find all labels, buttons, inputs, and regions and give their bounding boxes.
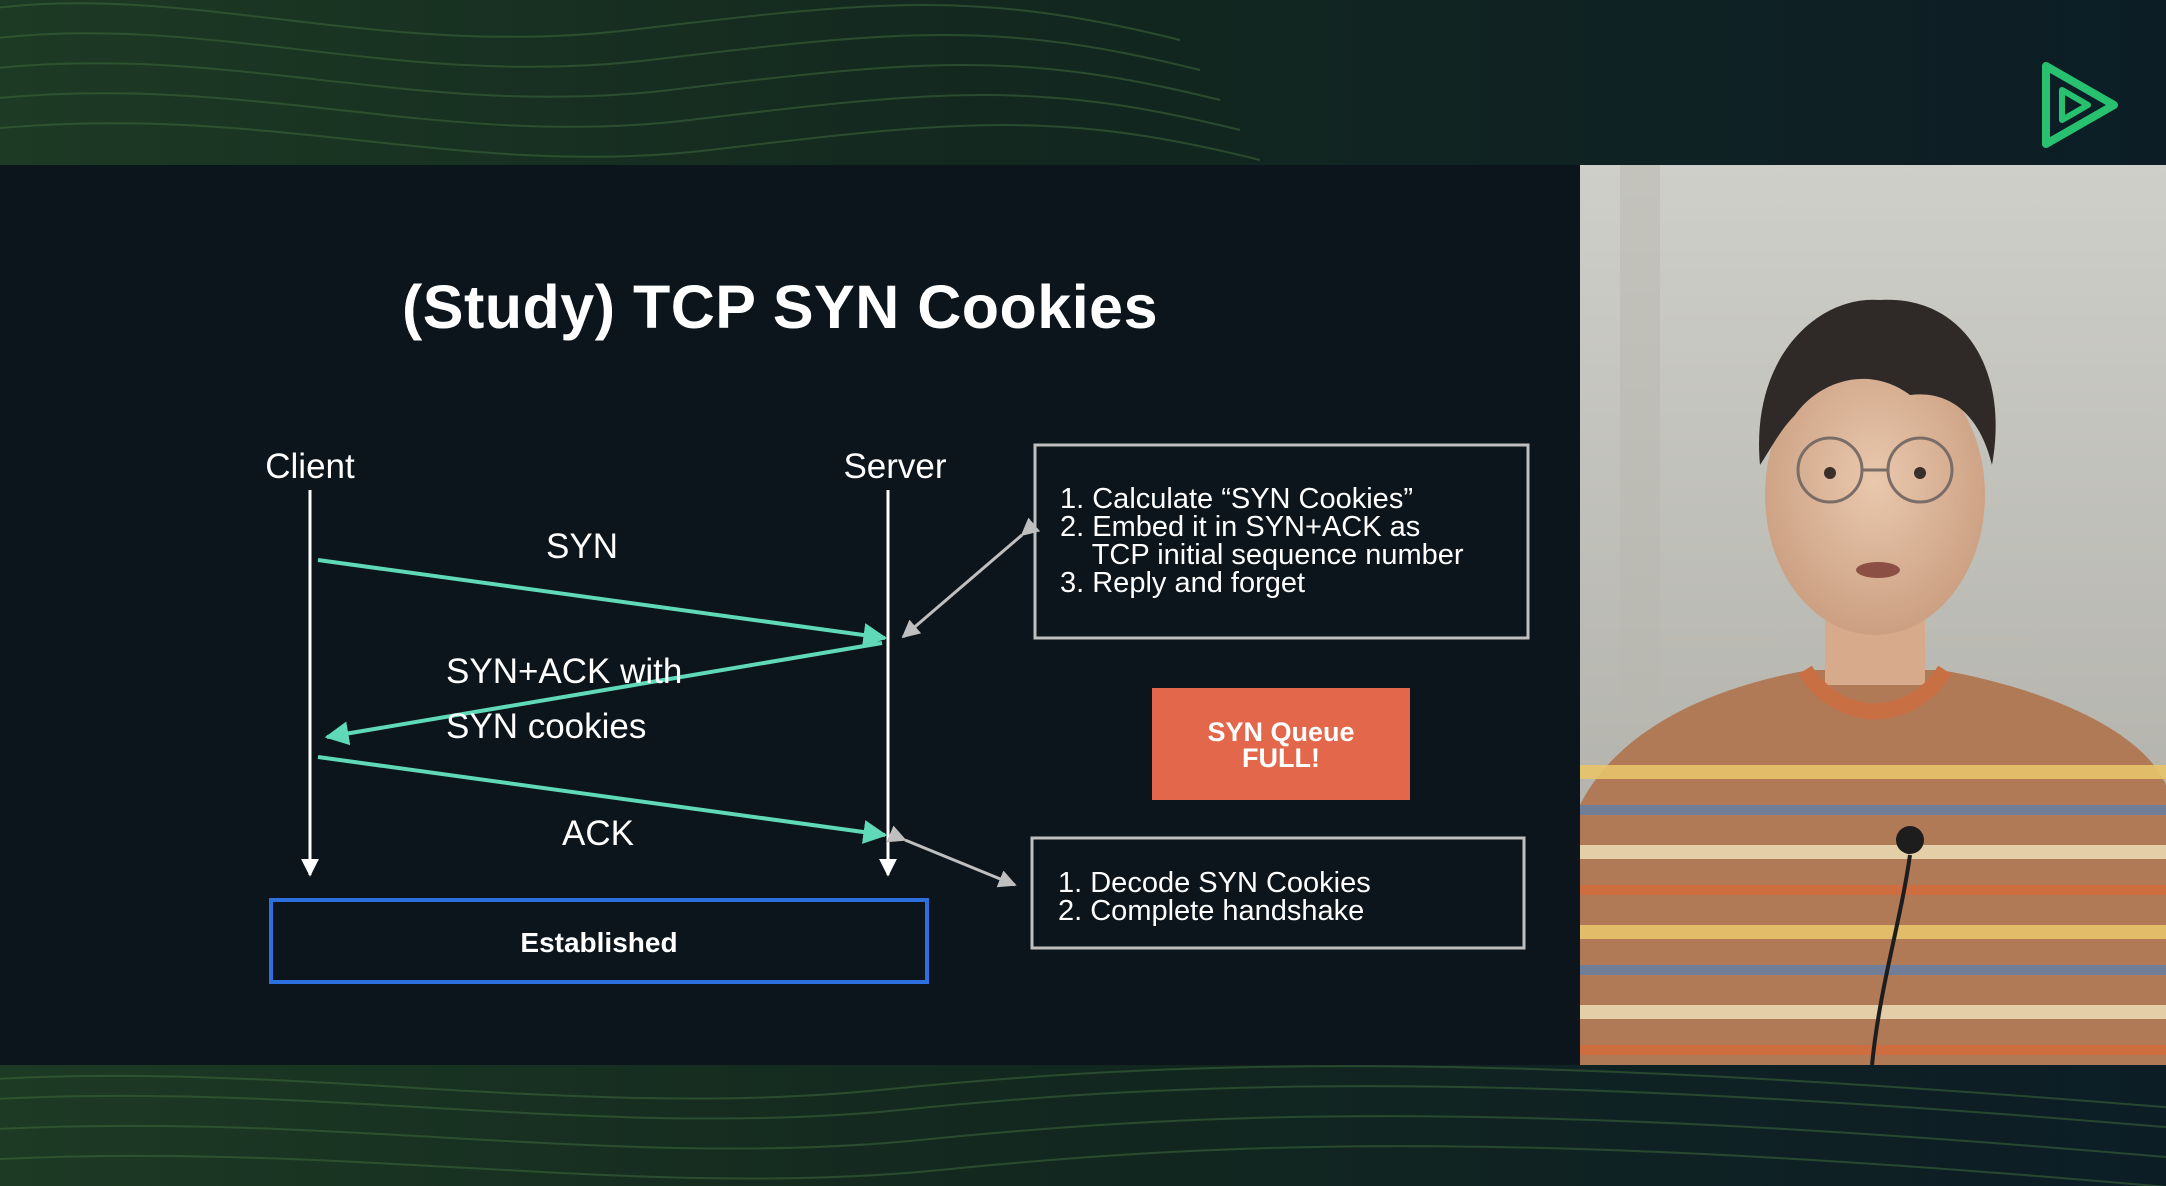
step-2: 2. Embed it in SYN+ACK as — [1060, 511, 1420, 543]
speaker-image — [1580, 165, 2166, 1065]
syn-label: SYN — [546, 527, 618, 566]
slide-title: (Study) TCP SYN Cookies — [401, 273, 1159, 341]
decode-steps: 1. Decode SYN Cookies 2. Complete handsh… — [1058, 867, 1379, 927]
syn-queue-badge-line1: SYN Queue — [1207, 717, 1354, 747]
slide: (Study) TCP SYN Cookies Client Server SY… — [0, 165, 1580, 1065]
server-label: Server — [843, 447, 946, 486]
syn-cookie-steps: 1. Calculate “SYN Cookies” 2. Embed it i… — [0, 165, 1520, 599]
speaker-webcam — [1580, 165, 2166, 1065]
syn-ack-label-line2: SYN cookies — [446, 707, 646, 746]
established-box — [269, 898, 929, 984]
step-2-cont: TCP initial sequence number — [1060, 539, 1464, 571]
syn-ack-arrow — [324, 641, 883, 746]
ack-label: ACK — [562, 814, 634, 853]
decode-step-1: 1. Decode SYN Cookies — [1058, 867, 1371, 899]
tcp-handshake-diagram: Client Server SYN SYN+ACK with SYN cooki… — [0, 165, 1530, 984]
step-3: 3. Reply and forget — [1060, 567, 1305, 599]
established-label: Established — [520, 927, 677, 958]
syn-queue-badge-line2: FULL! — [1242, 743, 1320, 773]
play-triangle-logo-icon — [2042, 62, 2118, 148]
syn-arrow — [317, 558, 888, 647]
syn-queue-full-badge — [1152, 688, 1410, 800]
client-label: Client — [265, 447, 355, 486]
decode-step-2: 2. Complete handshake — [1058, 895, 1364, 927]
syn-ack-label-line1: SYN+ACK with — [446, 652, 682, 691]
decode-steps-box — [1030, 836, 1526, 950]
ack-arrow — [317, 755, 888, 844]
step-1: 1. Calculate “SYN Cookies” — [1060, 483, 1413, 515]
top-connector-arrow — [901, 517, 1041, 639]
bottom-connector-arrow — [886, 825, 1017, 888]
